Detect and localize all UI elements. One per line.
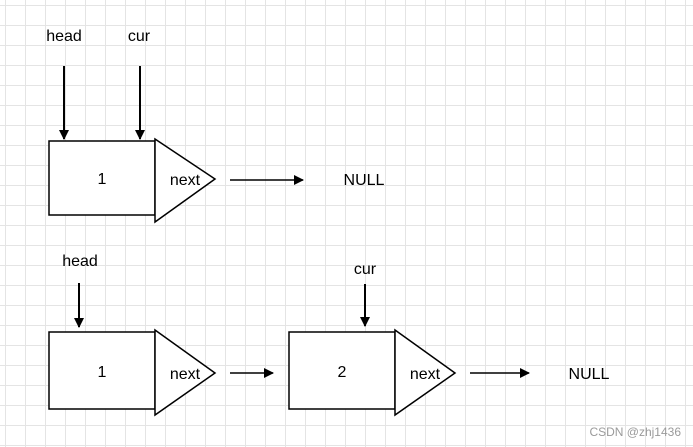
diagram-1: head cur 1 next NULL	[46, 28, 385, 224]
null-label: NULL	[344, 172, 385, 189]
head-pointer-label: head	[46, 28, 82, 45]
node-1-value: 1	[98, 171, 107, 188]
node-2-value: 2	[338, 364, 347, 381]
node-1-data-box	[48, 140, 156, 216]
null-label: NULL	[569, 366, 610, 383]
watermark-text: CSDN @zhj1436	[589, 425, 681, 439]
node-2-next-pointer	[394, 328, 457, 417]
diagram-2: head 1 next cur 2 next NULL	[48, 253, 610, 417]
cur-pointer-label: cur	[354, 261, 377, 278]
node-1-value: 1	[98, 364, 107, 381]
node-1-next-label: next	[170, 366, 201, 383]
head-pointer-label: head	[62, 253, 98, 270]
node-2-next-label: next	[410, 366, 441, 383]
node-1-next-label: next	[170, 172, 201, 189]
node-1-next-pointer	[154, 328, 217, 417]
node-1-next-pointer	[154, 137, 217, 224]
node-2-data-box	[288, 331, 396, 410]
cur-pointer-label: cur	[128, 28, 151, 45]
